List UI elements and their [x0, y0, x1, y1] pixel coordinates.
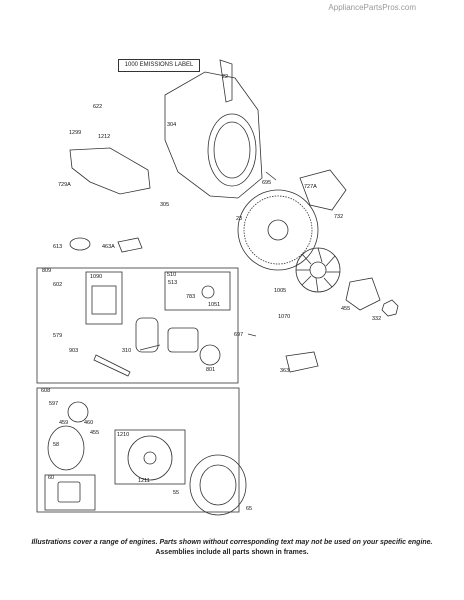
- part-label-1211: 1211: [138, 478, 150, 484]
- site-watermark: AppliancePartsPros.com: [328, 3, 416, 12]
- flywheel: [237, 189, 319, 271]
- part-label-622: 622: [93, 104, 102, 110]
- part-label-510: 510: [167, 272, 176, 278]
- housing-inner: [213, 121, 251, 179]
- part-label-305: 305: [160, 202, 169, 208]
- part-label-727A: 727A: [304, 184, 317, 190]
- part-label-1070: 1070: [278, 314, 290, 320]
- nut-332: [381, 299, 399, 317]
- part-label-55: 55: [173, 490, 179, 496]
- bolt-697: [247, 333, 257, 337]
- armature: [167, 327, 199, 353]
- part-label-363: 363: [280, 368, 289, 374]
- part-label-801: 801: [206, 367, 215, 373]
- guard-727A: [299, 169, 347, 211]
- brush-assembly: [91, 285, 117, 315]
- bracket-903: [93, 354, 131, 377]
- starter-housing: [135, 317, 159, 353]
- part-labels: 22 622 1299 1212 304 729A 305 695 727A 732 23 613 46…: [41, 74, 381, 512]
- footer-line-1: Illustrations cover a range of engines. …: [31, 539, 433, 546]
- pulley-1210: [127, 435, 173, 481]
- rope-58: [47, 425, 85, 471]
- part-label-695: 695: [262, 180, 271, 186]
- flywheel-hub: [267, 219, 289, 241]
- end-cap-801: [199, 344, 221, 366]
- pulley-hub: [143, 451, 157, 465]
- frame-809: [36, 267, 239, 384]
- part-label-1005: 1005: [274, 288, 286, 294]
- fan-blades: [296, 247, 340, 293]
- part-label-729A: 729A: [58, 182, 71, 188]
- part-label-597: 597: [49, 401, 58, 407]
- part-label-304: 304: [167, 122, 176, 128]
- part-label-1090: 1090: [90, 274, 102, 280]
- part-label-455: 455: [90, 430, 99, 436]
- bracket-463A: [117, 237, 143, 253]
- part-label-809: 809: [42, 268, 51, 274]
- flywheel-ring-gear: [243, 195, 313, 265]
- emissions-label-box: 1000 EMISSIONS LABEL: [118, 59, 200, 72]
- blower-housing: [164, 71, 263, 199]
- footer-note: Illustrations cover a range of engines. …: [0, 538, 464, 558]
- part-label-332: 332: [372, 316, 381, 322]
- footer-line-2: Assemblies include all parts shown in fr…: [155, 549, 309, 556]
- starter-cover: [189, 454, 247, 516]
- part-label-1051: 1051: [208, 302, 220, 308]
- frame-1210: [114, 429, 186, 485]
- part-label-22: 22: [222, 74, 228, 80]
- part-label-1210: 1210: [117, 432, 129, 438]
- bracket-22: [219, 59, 233, 103]
- housing-opening: [207, 113, 257, 187]
- part-label-1212: 1212: [98, 134, 110, 140]
- part-label-459: 459: [59, 420, 68, 426]
- starter-cover-inner: [199, 464, 237, 506]
- part-label-65: 65: [246, 506, 252, 512]
- bolt-310: [139, 344, 161, 351]
- part-label-23: 23: [236, 216, 242, 222]
- part-label-613: 613: [53, 244, 62, 250]
- part-label-579: 579: [53, 333, 62, 339]
- part-label-455: 455: [341, 306, 350, 312]
- frame-1090: [85, 271, 123, 325]
- gear-783: [201, 285, 215, 299]
- part-label-58: 58: [53, 442, 59, 448]
- pulley-459: [67, 401, 89, 423]
- part-label-732: 732: [334, 214, 343, 220]
- bracket-363: [285, 351, 319, 373]
- part-label-460: 460: [84, 420, 93, 426]
- bolt-695: [265, 171, 277, 181]
- frame-510: [164, 271, 231, 311]
- part-label-310: 310: [122, 348, 131, 354]
- shroud-729A: [69, 147, 151, 195]
- frame-60: [44, 474, 96, 511]
- screen-455: [345, 277, 381, 311]
- part-label-783: 783: [186, 294, 195, 300]
- part-label-608: 608: [41, 388, 50, 394]
- part-label-903: 903: [69, 348, 78, 354]
- part-label-1299: 1299: [69, 130, 81, 136]
- part-label-602: 602: [53, 282, 62, 288]
- part-label-697: 697: [234, 332, 243, 338]
- handle-60: [57, 481, 81, 503]
- fan-hub: [309, 261, 327, 279]
- part-label-463A: 463A: [102, 244, 115, 250]
- frame-608: [36, 387, 240, 513]
- clamp-613: [69, 237, 91, 251]
- part-label-60: 60: [48, 475, 54, 481]
- part-label-513: 513: [168, 280, 177, 286]
